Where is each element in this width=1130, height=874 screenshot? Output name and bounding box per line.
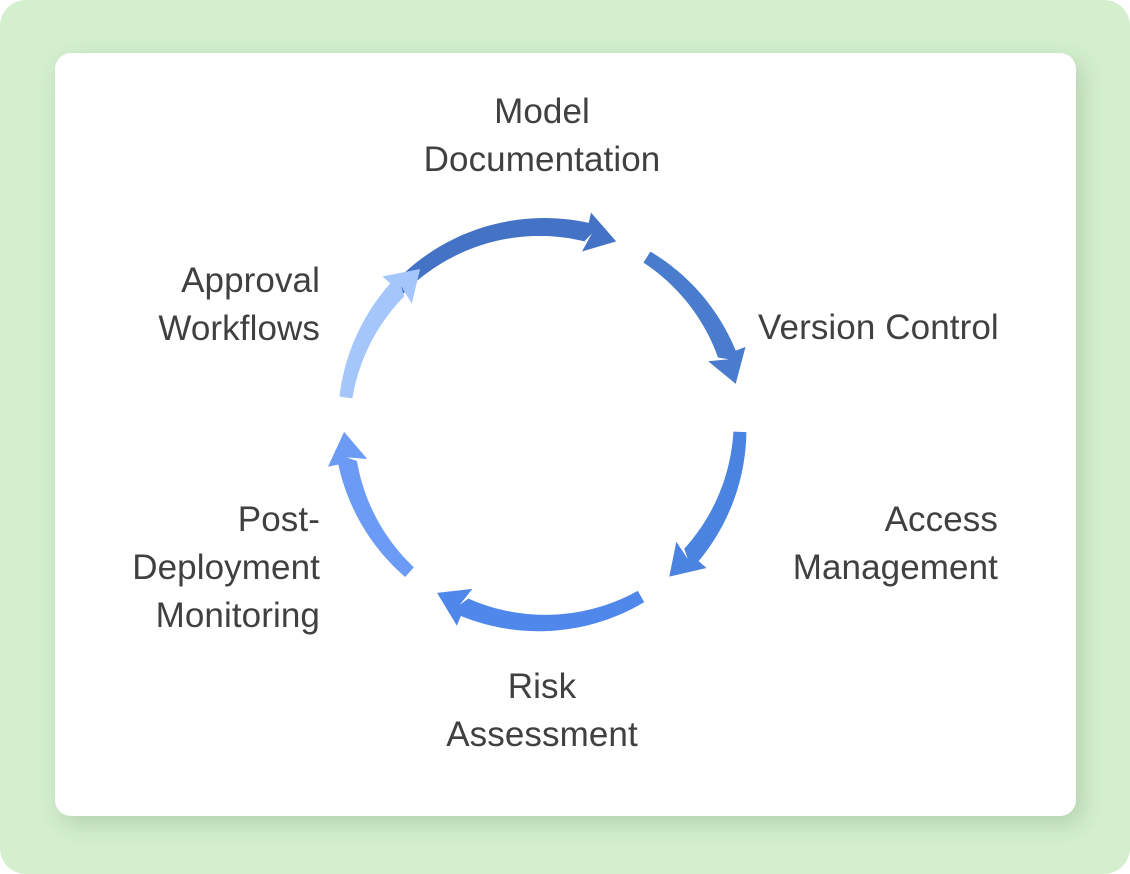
cycle-arrow-post-deployment-monitoring [328, 431, 414, 577]
cycle-label-post-deployment-monitoring: Post- Deployment Monitoring [132, 500, 320, 635]
cycle-label-model-documentation: Model Documentation [423, 92, 661, 179]
cycle-label-approval-workflows: Approval Workflows [158, 261, 320, 348]
cycle-label-access-management: Access Management [792, 500, 998, 587]
cycle-label-risk-assessment: Risk Assessment [446, 667, 638, 754]
cycle-arrow-model-documentation [368, 212, 617, 324]
diagram-card [55, 53, 1076, 816]
cycle-arrow-access-management [669, 431, 747, 577]
cycle-arrow-version-control [643, 251, 746, 384]
cycle-arrow-approval-workflows [339, 268, 421, 399]
cycle-arrow-risk-assessment [437, 588, 645, 632]
cycle-diagram-graphic [328, 212, 747, 632]
cycle-label-version-control: Version Control [758, 308, 999, 347]
